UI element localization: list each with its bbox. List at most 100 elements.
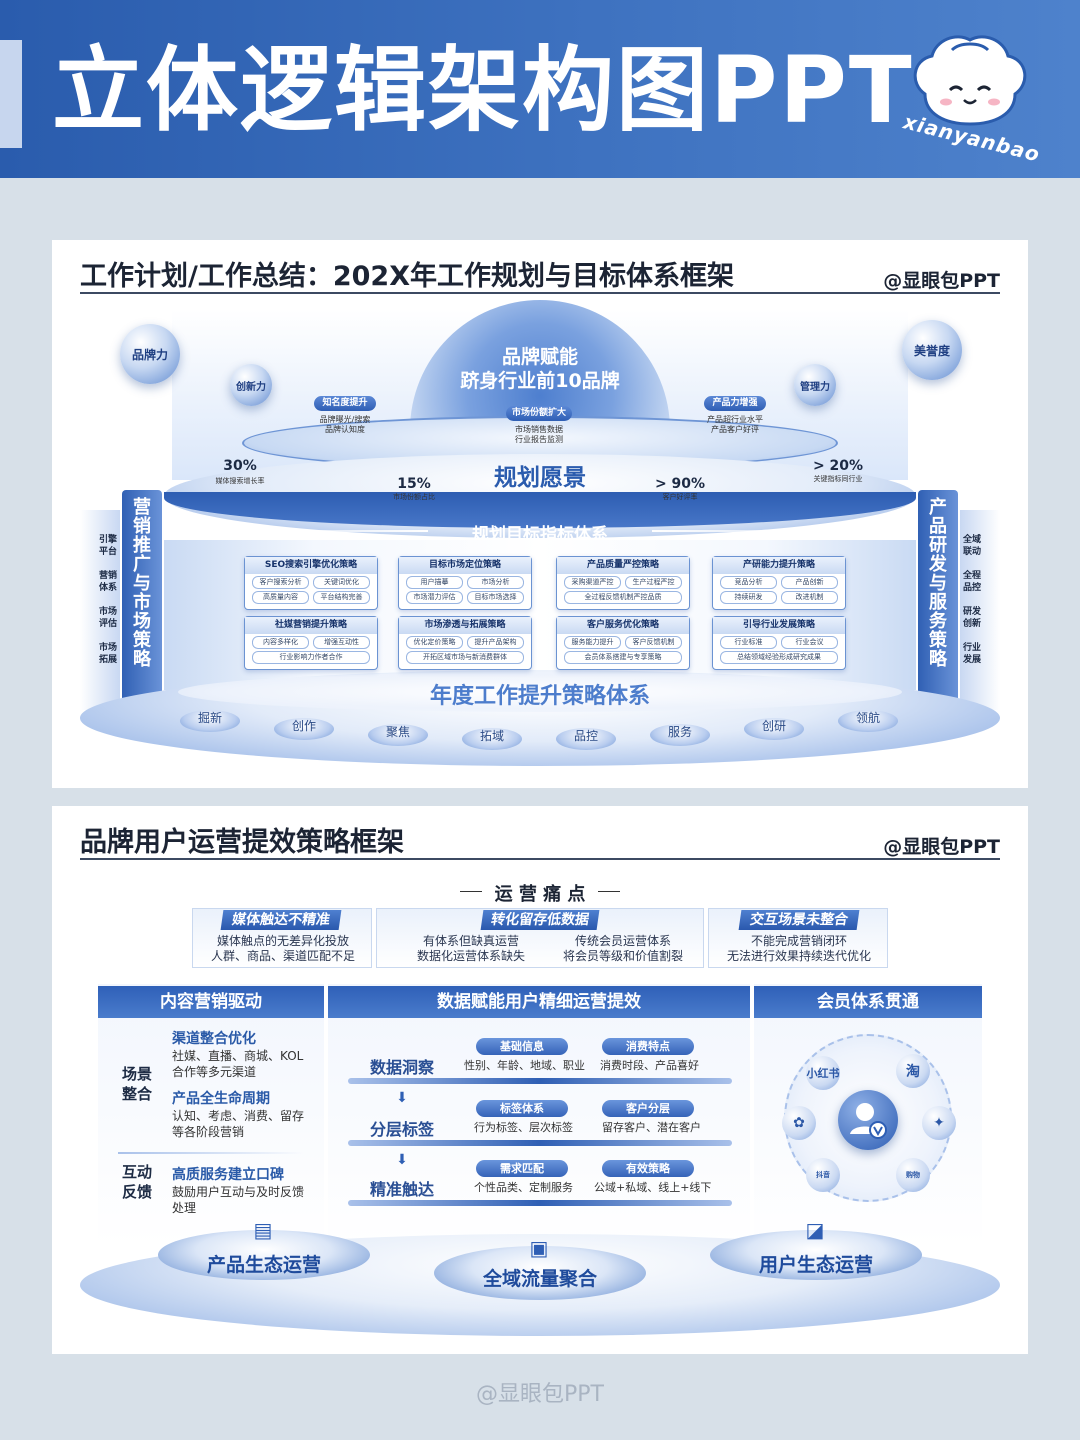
right-label-1-text: 全程品控 [962, 571, 981, 593]
strategy-box-title: 社媒营销提升策略 [245, 617, 377, 634]
strategy-box-4: 社媒营销提升策略内容多样化增强互动性行业影响力作者合作 [244, 616, 378, 670]
tag-market-share-desc2: 行业报告监测 [515, 435, 563, 444]
tag-market-share-desc1: 市场销售数据 [515, 425, 563, 434]
tag-customer-layer: 客户分层 [602, 1100, 694, 1117]
item-lifecycle-desc: 认知、考虑、消费、留存等各阶段营销 [172, 1109, 305, 1139]
header-banner: 立体逻辑架构图PPT xianyanbao [0, 0, 1080, 178]
strategy-chip: 产品创新 [781, 576, 838, 589]
platform-product-label: 产品生态运营 [206, 1254, 321, 1276]
user-eco-chart-icon: ◪ [805, 1218, 825, 1242]
tag-effective-strategy: 有效策略 [602, 1160, 694, 1177]
strategy-box-row: 开拓区域市场与新消费群体 [399, 649, 531, 664]
strategy-chip: 总结领域经验形成研究成果 [720, 651, 838, 664]
base-platform-glow [178, 672, 902, 712]
stat-praise-label: 客户好评率 [662, 493, 698, 501]
strategy-box-row: 会员体系搭建与专享策略 [557, 649, 689, 664]
card2-brand: @显眼包PPT [883, 836, 1000, 858]
card2-title: 品牌用户运营提效策略框架 [80, 827, 404, 858]
tag-awareness: 知名度提升 [314, 396, 376, 411]
platform-traffic-label: 全域流量聚合 [482, 1268, 597, 1290]
row-strip-1 [348, 1078, 732, 1084]
tag-product-power-desc1: 产品超行业水平 [707, 415, 763, 424]
user-v-icon [850, 1103, 887, 1139]
strategy-box-row: 持续研发改进机制 [713, 589, 845, 604]
card1-title: 工作计划/工作总结：202X年工作规划与目标体系框架 [80, 261, 735, 292]
tag-consumption: 消费特点 [602, 1038, 694, 1055]
strategy-chip: 高质量内容 [252, 591, 309, 604]
orb-reputation: 美誉度 [902, 320, 962, 380]
pedestal-3: 拓域 [462, 728, 522, 750]
strategy-chip: 会员体系搭建与专享策略 [564, 651, 682, 664]
row-strip-2 [348, 1140, 732, 1146]
tag-label-system-desc: 行为标签、层次标签 [474, 1121, 573, 1134]
card1-brand: @显眼包PPT [883, 270, 1000, 292]
footer-watermark: @显眼包PPT [476, 1382, 604, 1407]
row-precise-reach: 精准触达 [370, 1180, 435, 1199]
scene-integration-label: 场景整合 [122, 1064, 156, 1104]
strategy-box-title: 产研能力提升策略 [713, 557, 845, 574]
tag-customer-layer-desc: 留存客户、潜在客户 [602, 1121, 701, 1134]
left-label-3: 市场拓展 [94, 642, 122, 666]
item-channel-title: 渠道整合优化 [172, 1031, 256, 1047]
strategy-chip: 改进机制 [781, 591, 838, 604]
card-user-operation: 品牌用户运营提效策略框架 @显眼包PPT 运 营 痛 点 媒体触达不精准 媒体触… [52, 806, 1028, 1354]
left-divider [118, 1152, 304, 1154]
pain-1-line1: 媒体触点的无差异化投放 [216, 934, 349, 948]
cluster-icon: ✿ [782, 1106, 816, 1140]
douyin-icon: 抖音 [806, 1158, 840, 1192]
shopping-bag-icon: 购物 [896, 1158, 930, 1192]
item-lifecycle-title: 产品全生命周期 [172, 1091, 270, 1107]
mascot-icon [913, 35, 1027, 126]
tag-market-share: 市场份额扩大 [506, 406, 572, 421]
strategy-box-row: 竞品分析产品创新 [713, 574, 845, 589]
down-arrow-1: ⬇ [396, 1090, 408, 1106]
strategy-box-1: 目标市场定位策略用户描摹市场分析市场潜力评估目标市场选择 [398, 556, 532, 610]
strategy-box-row: 优化定价策略提升产品架构 [399, 634, 531, 649]
stat-media-value: 30% [223, 458, 257, 474]
scene-integration-text: 场景整合 [122, 1065, 153, 1103]
right-label-0: 全域联动 [958, 534, 986, 558]
left-label-1-text: 营销体系 [98, 571, 117, 593]
interaction-text: 互动反馈 [122, 1163, 153, 1201]
strategy-box-3: 产研能力提升策略竞品分析产品创新持续研发改进机制 [712, 556, 846, 610]
strategy-chip: 关键词优化 [313, 576, 370, 589]
left-strategy-label: 营销推广与市场策略 [133, 497, 151, 670]
pain-2-line3: 传统会员运营体系 [574, 934, 671, 948]
strategy-box-6: 客户服务优化策略服务能力提升客户反馈机制会员体系搭建与专享策略 [556, 616, 690, 670]
left-label-2: 市场评估 [94, 606, 122, 630]
traffic-briefcase-icon: ▣ [529, 1236, 549, 1260]
orb-management: 管理力 [794, 364, 836, 406]
header-accent-bar [0, 40, 22, 148]
strategy-box-row: 客户搜索分析关键词优化 [245, 574, 377, 589]
item-service-desc: 鼓励用户互动与及时反馈处理 [172, 1185, 305, 1215]
strategy-chip: 竞品分析 [720, 576, 777, 589]
strategy-box-row: 市场潜力评估目标市场选择 [399, 589, 531, 604]
right-label-3: 行业发展 [958, 642, 986, 666]
pedestal-2: 聚焦 [368, 724, 428, 746]
strategy-box-title: 引导行业发展策略 [713, 617, 845, 634]
card2-divider [80, 858, 1000, 860]
strategy-chip: 客户搜索分析 [252, 576, 309, 589]
interaction-label: 互动反馈 [122, 1162, 156, 1202]
strategy-box-title: 客户服务优化策略 [557, 617, 689, 634]
strategy-box-5: 市场渗透与拓展策略优化定价策略提升产品架构开拓区域市场与新消费群体 [398, 616, 532, 670]
pain-3-line2: 无法进行效果持续迭代优化 [726, 949, 871, 963]
strategy-box-row: 高质量内容平台结构完善 [245, 589, 377, 604]
mascot-logo: xianyanbao [900, 24, 1043, 167]
col-left-header: 内容营销驱动 [98, 986, 324, 1018]
annual-strategy-label: 年度工作提升策略体系 [429, 684, 650, 709]
strategy-box-row: 行业标准行业会议 [713, 634, 845, 649]
strategy-chip: 客户反馈机制 [625, 636, 682, 649]
strategy-box-row: 总结领域经验形成研究成果 [713, 649, 845, 664]
strategy-chip: 市场潜力评估 [406, 591, 463, 604]
pain-2-line4: 将会员等级和价值割裂 [562, 949, 683, 963]
strategy-chip: 服务能力提升 [564, 636, 621, 649]
orb-innovation: 创新力 [230, 364, 272, 406]
pain-1-title: 媒体触达不精准 [220, 910, 342, 930]
pain-2-line2: 数据化运营体系缺失 [416, 949, 525, 963]
platform-user [710, 1230, 922, 1280]
banner-arrow-left [192, 530, 428, 532]
pedestal-4: 品控 [556, 728, 616, 750]
left-label-2-text: 市场评估 [98, 607, 117, 629]
pain-title: 运 营 痛 点 [494, 884, 586, 905]
